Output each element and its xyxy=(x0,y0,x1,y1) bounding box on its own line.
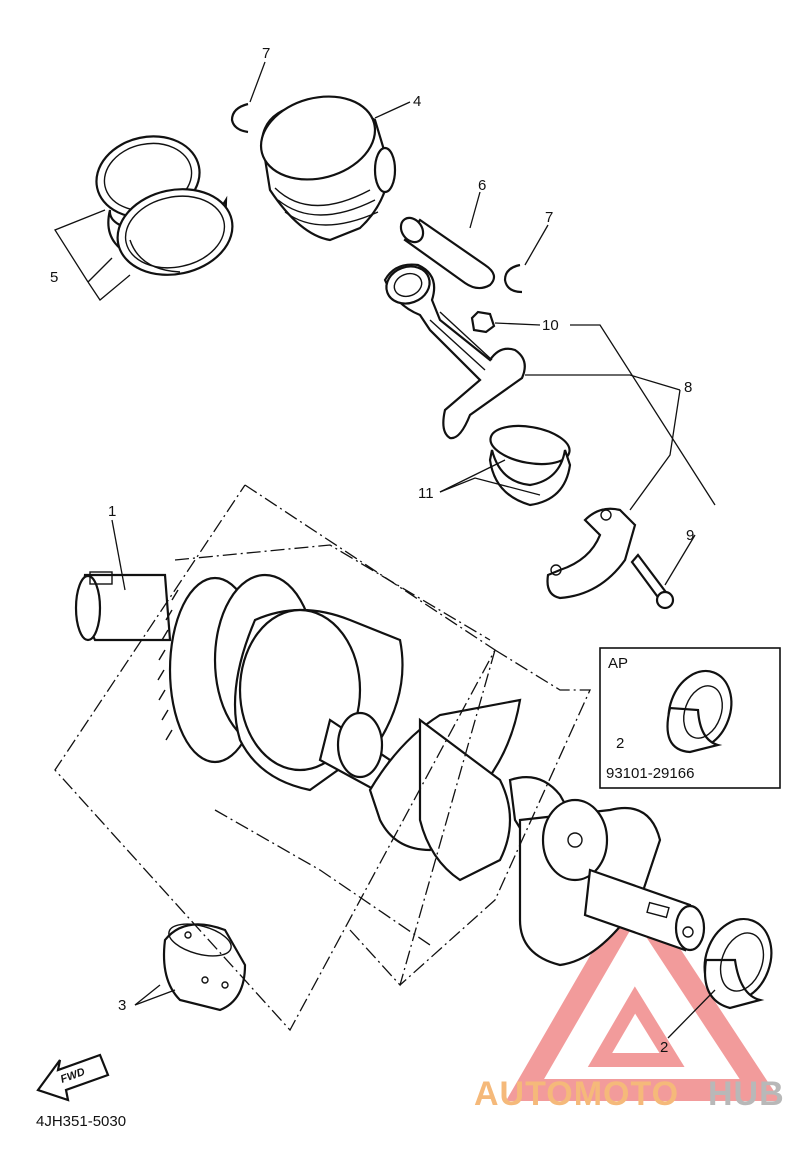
rod-cap xyxy=(546,507,637,600)
callout-3: 3 xyxy=(118,997,126,1014)
watermark-logo-triangle xyxy=(505,879,781,1101)
piston-rings xyxy=(95,135,234,276)
rod-nut xyxy=(470,310,496,334)
inset-part-number: 93101-29166 xyxy=(606,765,694,782)
callout-10: 10 xyxy=(542,317,559,334)
oil-seal xyxy=(703,917,773,1010)
callout-11: 11 xyxy=(418,485,434,502)
circlip-top xyxy=(230,102,249,134)
callout-7-top: 7 xyxy=(262,45,270,62)
watermark-part1: AUTOMOTO xyxy=(474,1075,679,1113)
piston xyxy=(259,95,397,242)
callout-2-inset: 2 xyxy=(616,735,624,752)
callout-8: 8 xyxy=(684,379,692,396)
callout-2-seal: 2 xyxy=(660,1039,668,1056)
big-end-bearing-upper xyxy=(488,424,572,507)
piston-pin xyxy=(399,216,496,290)
callout-6: 6 xyxy=(478,177,486,194)
rod-bolt xyxy=(630,553,675,610)
callout-labels: 7 4 5 6 7 10 8 11 1 9 3 2 xyxy=(50,45,694,1056)
fwd-arrow: FWD xyxy=(36,1053,110,1102)
callout-1: 1 xyxy=(108,503,116,520)
watermark-part2: HUB xyxy=(708,1075,785,1113)
inset-title: AP xyxy=(608,655,628,672)
crankshaft xyxy=(74,571,706,967)
connecting-rod xyxy=(383,263,526,440)
main-bearing xyxy=(162,923,247,1012)
callout-5: 5 xyxy=(50,269,58,286)
callout-7-right: 7 xyxy=(545,209,553,226)
leader-lines xyxy=(54,61,716,1039)
callout-4: 4 xyxy=(413,93,421,110)
inset-box: AP 93101-29166 2 xyxy=(599,647,781,789)
watermark-text: AUTOMOTO HUB xyxy=(474,1075,785,1113)
assembly-outline xyxy=(54,484,592,1032)
callout-9: 9 xyxy=(686,527,694,544)
diagram-code: 4JH351-5030 xyxy=(36,1113,126,1130)
circlip-right xyxy=(503,263,523,294)
